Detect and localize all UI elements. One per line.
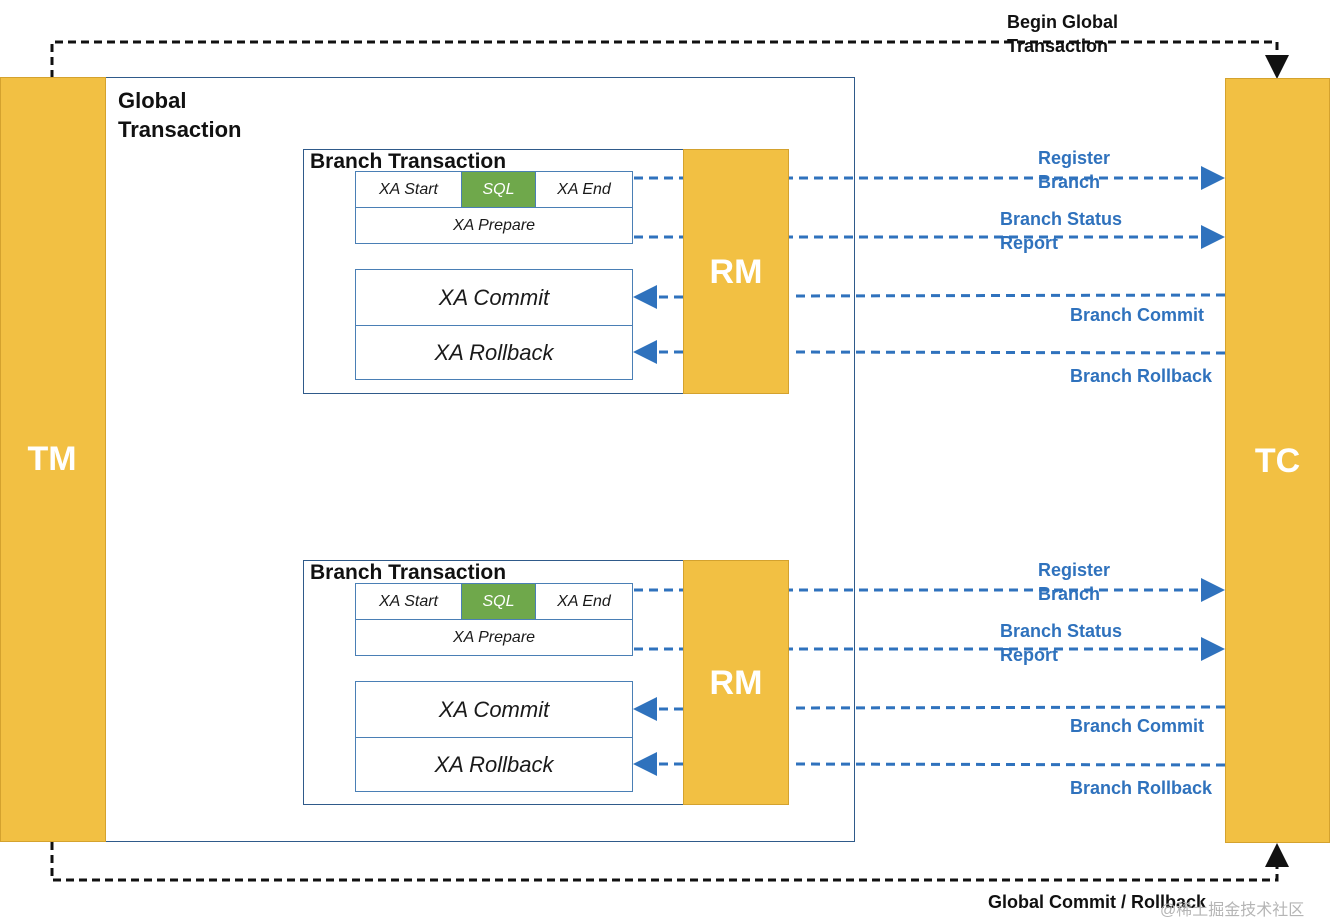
rm-label: RM bbox=[709, 664, 763, 702]
branch-status-report-label: Branch Status Report bbox=[1000, 209, 1123, 253]
xa-commit-cell: XA Commit bbox=[355, 269, 633, 326]
xa-end-cell: XA End bbox=[535, 171, 633, 208]
global-commit-rollback-label: Global Commit / Rollback bbox=[988, 892, 1207, 912]
xa-commit-cell: XA Commit bbox=[355, 681, 633, 738]
branch-rollback-label: Branch Rollback bbox=[1070, 778, 1213, 798]
xa-end-cell: XA End bbox=[535, 583, 633, 620]
sql-cell: SQL bbox=[461, 171, 536, 208]
sql-cell: SQL bbox=[461, 583, 536, 620]
watermark: @稀土掘金技术社区 bbox=[1160, 902, 1305, 919]
rm-bar bbox=[683, 560, 789, 805]
branch-transaction-title: Branch Transaction bbox=[310, 561, 507, 584]
rm-bar bbox=[683, 149, 789, 394]
xa-prepare-cell: XA Prepare bbox=[355, 619, 633, 656]
xa-rollback-cell: XA Rollback bbox=[355, 325, 633, 380]
branch-commit-label: Branch Commit bbox=[1070, 305, 1205, 325]
xa-prepare-cell: XA Prepare bbox=[355, 207, 633, 244]
tc-label: TC bbox=[1254, 442, 1301, 480]
begin-global-transaction-label: Begin Global Transaction bbox=[1007, 12, 1119, 56]
xa-start-cell: XA Start bbox=[355, 171, 462, 208]
rm-label: RM bbox=[709, 253, 763, 291]
branch-commit-label: Branch Commit bbox=[1070, 716, 1205, 736]
xa-start-cell: XA Start bbox=[355, 583, 462, 620]
xa-rollback-cell: XA Rollback bbox=[355, 737, 633, 792]
tc-bar bbox=[1225, 78, 1330, 843]
register-branch-label: Register Branch bbox=[1038, 148, 1111, 192]
branch-rollback-label: Branch Rollback bbox=[1070, 366, 1213, 386]
global-commit-line bbox=[50, 842, 1289, 882]
register-branch-label: Register Branch bbox=[1038, 560, 1111, 604]
global-transaction-label: Global Transaction bbox=[118, 88, 242, 142]
branch-transaction-title: Branch Transaction bbox=[310, 150, 507, 173]
begin-global-line bbox=[50, 40, 1289, 79]
branch-status-report-label: Branch Status Report bbox=[1000, 621, 1123, 665]
tm-bar bbox=[0, 77, 106, 842]
tm-label: TM bbox=[27, 440, 77, 478]
